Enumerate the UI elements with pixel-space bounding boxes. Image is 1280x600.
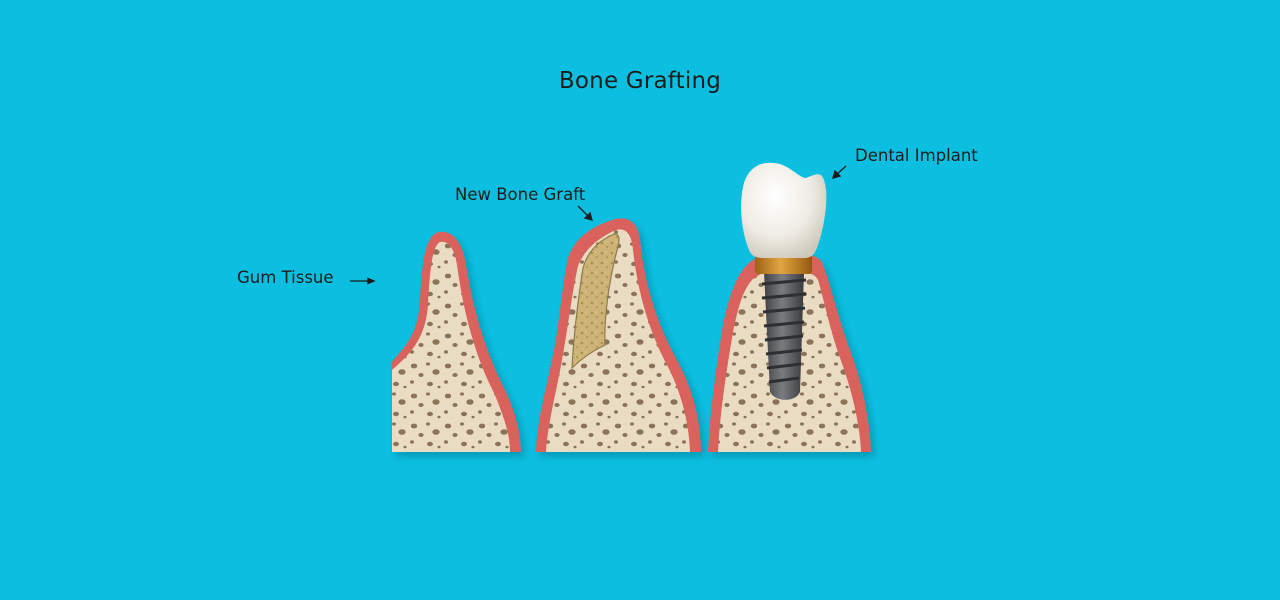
gum-tissue-arrow xyxy=(350,277,376,285)
implant-threads xyxy=(761,278,807,384)
dental-implant-label: Dental Implant xyxy=(855,146,978,165)
bone-left xyxy=(392,241,510,452)
implant-abutment xyxy=(755,254,812,274)
dental-implant xyxy=(741,162,827,400)
gum-tissue-label: Gum Tissue xyxy=(237,268,334,287)
ridge-with-graft xyxy=(536,218,701,452)
diagram-title: Bone Grafting xyxy=(558,68,722,94)
new-bone-graft-label: New Bone Graft xyxy=(455,185,586,204)
dental-crown xyxy=(741,162,827,258)
new-bone-graft-arrow xyxy=(577,205,593,221)
ridge-before-graft xyxy=(392,231,521,452)
new-bone-graft-region xyxy=(571,233,620,370)
dental-implant-arrow xyxy=(832,165,847,179)
